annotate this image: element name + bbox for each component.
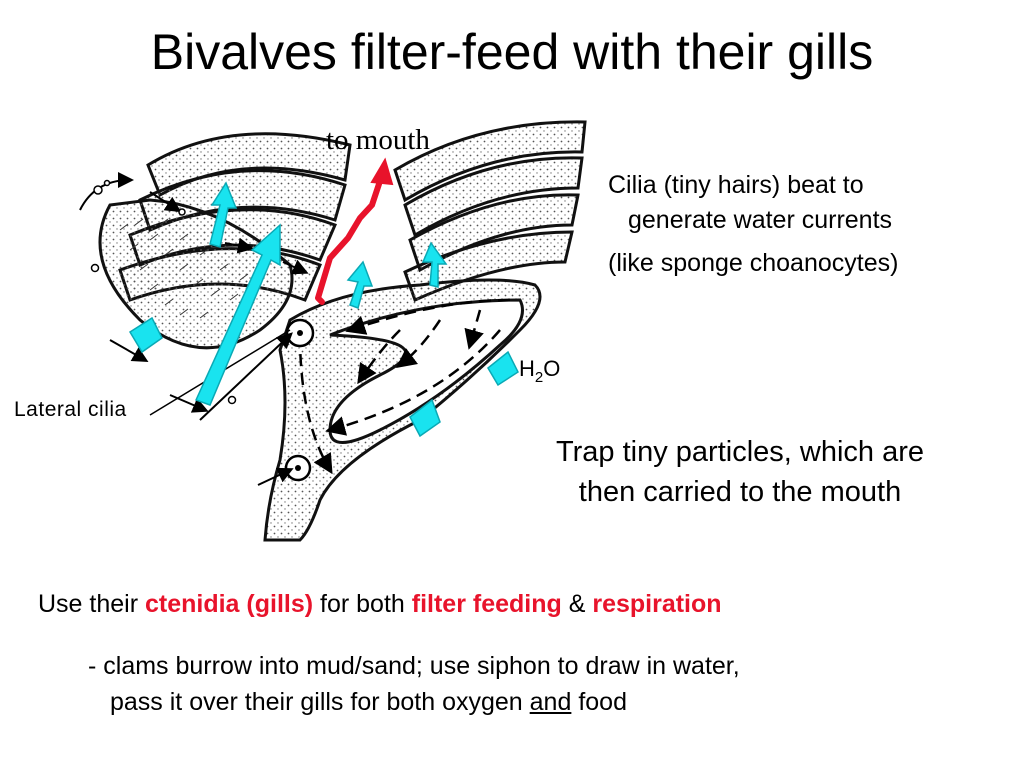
h2o-label: H2O bbox=[519, 356, 561, 386]
ctenidia-statement: Use their ctenidia (gills) for both filt… bbox=[38, 590, 722, 618]
and-underlined: and bbox=[529, 688, 572, 716]
trap-description: Trap tiny particles, which are then carr… bbox=[480, 432, 1000, 512]
filter-feeding-term: filter feeding bbox=[411, 590, 562, 618]
water-current-arrows bbox=[128, 181, 519, 438]
to-mouth-arrow bbox=[315, 157, 394, 305]
frontal-cilia-hairs bbox=[119, 218, 249, 319]
cilia-description: Cilia (tiny hairs) beat to generate wate… bbox=[608, 168, 1018, 281]
to-mouth-label: to mouth bbox=[326, 124, 430, 156]
ctenidia-term: ctenidia (gills) bbox=[144, 590, 314, 618]
cilia-line-3: (like sponge choanocytes) bbox=[608, 249, 899, 277]
particle-paths bbox=[298, 298, 511, 475]
cilia-line-1: Cilia (tiny hairs) beat to bbox=[608, 171, 864, 199]
slide-title: Bivalves filter-feed with their gills bbox=[150, 24, 874, 80]
water-flow-arrows bbox=[79, 172, 309, 486]
lateral-cilia-label: Lateral cilia bbox=[14, 398, 127, 421]
clam-description: - clams burrow into mud/sand; use siphon… bbox=[88, 648, 740, 720]
clam-line-2: pass it over their gills for both oxygen… bbox=[110, 688, 627, 716]
trap-line-2: then carried to the mouth bbox=[578, 476, 902, 508]
particles bbox=[90, 179, 237, 405]
clam-line-1: - clams burrow into mud/sand; use siphon… bbox=[88, 652, 740, 680]
gill-diagram bbox=[79, 120, 587, 542]
cilia-line-2: generate water currents bbox=[628, 206, 893, 234]
respiration-term: respiration bbox=[592, 590, 722, 618]
trap-line-1: Trap tiny particles, which are bbox=[555, 436, 924, 468]
